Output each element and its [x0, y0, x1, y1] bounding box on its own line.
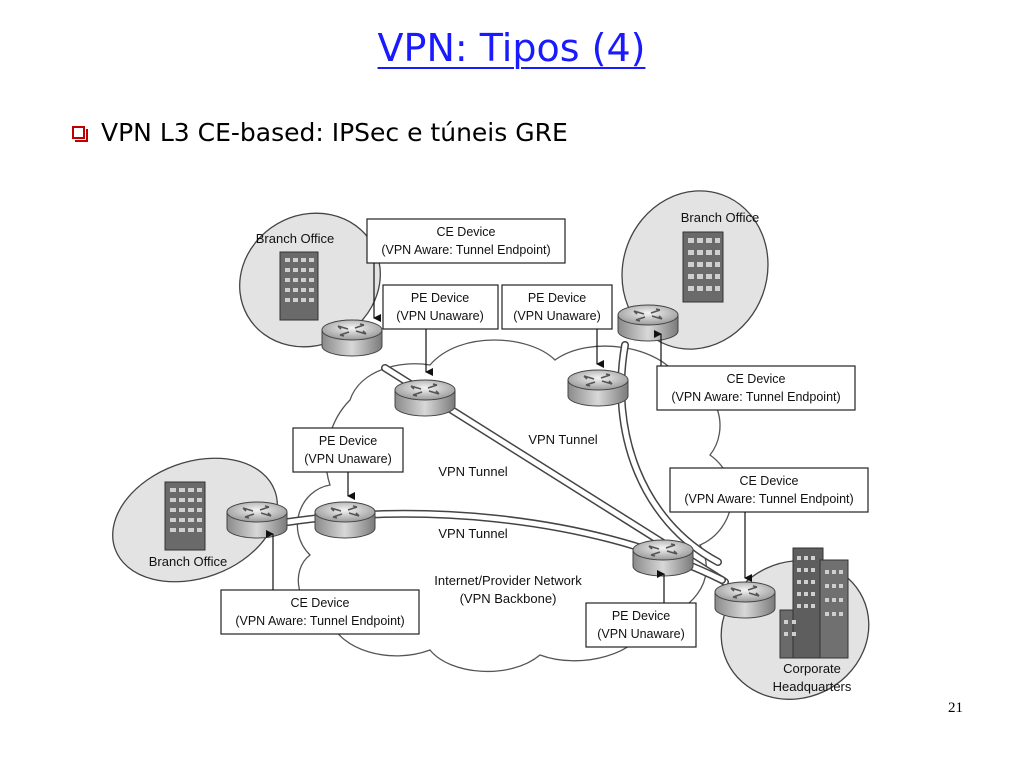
building-icon: [164, 481, 206, 551]
bullet-item: VPN L3 CE-based: IPSec e túneis GRE: [72, 118, 568, 147]
pe-router-icon: [394, 379, 456, 417]
ce-router-icon: [226, 501, 288, 539]
pe-device-label-box: PE Device (VPN Unaware): [292, 427, 404, 473]
svg-text:(VPN Unaware): (VPN Unaware): [597, 627, 685, 641]
ce-device-label-box: CE Device (VPN Aware: Tunnel Endpoint): [656, 365, 856, 411]
svg-text:CE Device: CE Device: [436, 225, 495, 239]
ce-device-label-box: CE Device (VPN Aware: Tunnel Endpoint): [220, 589, 420, 635]
headquarters-label: Headquarters: [773, 679, 852, 694]
ce-device-label-box: CE Device (VPN Aware: Tunnel Endpoint): [669, 467, 869, 513]
svg-text:(VPN Aware: Tunnel Endpoint): (VPN Aware: Tunnel Endpoint): [671, 390, 840, 404]
pe-device-label-box: PE Device (VPN Unaware): [382, 284, 499, 330]
pe-router-icon: [632, 539, 694, 577]
headquarters-buildings-icon: [779, 547, 849, 659]
svg-text:PE Device: PE Device: [319, 434, 377, 448]
branch-office-label: Branch Office: [681, 210, 760, 225]
pe-device-label-box: PE Device (VPN Unaware): [501, 284, 613, 330]
svg-text:CE Device: CE Device: [726, 372, 785, 386]
svg-text:PE Device: PE Device: [612, 609, 670, 623]
svg-text:(VPN Unaware): (VPN Unaware): [513, 309, 601, 323]
pe-router-icon: [314, 501, 376, 539]
vpn-tunnel-label: VPN Tunnel: [438, 526, 507, 541]
bullet-text: VPN L3 CE-based: IPSec e túneis GRE: [101, 118, 568, 147]
building-icon: [279, 251, 319, 321]
pe-device-label-box: PE Device (VPN Unaware): [585, 602, 697, 648]
checkbox-bullet-icon: [72, 126, 88, 142]
corporate-label: Corporate: [783, 661, 841, 676]
svg-text:(VPN Aware: Tunnel Endpoint): (VPN Aware: Tunnel Endpoint): [381, 243, 550, 257]
ce-router-icon: [321, 319, 383, 357]
svg-text:CE Device: CE Device: [739, 474, 798, 488]
svg-text:PE Device: PE Device: [411, 291, 469, 305]
ce-device-label-box: CE Device (VPN Aware: Tunnel Endpoint): [366, 218, 566, 264]
ce-router-icon: [617, 304, 679, 342]
branch-office-label: Branch Office: [256, 231, 335, 246]
slide-title: VPN: Tipos (4): [377, 26, 646, 70]
building-icon: [682, 231, 724, 303]
pointer-arrows: [266, 263, 752, 603]
svg-text:(VPN Unaware): (VPN Unaware): [396, 309, 484, 323]
vpn-tunnel-label: VPN Tunnel: [438, 464, 507, 479]
ce-router-icon: [714, 581, 776, 619]
svg-text:CE Device: CE Device: [290, 596, 349, 610]
svg-text:PE Device: PE Device: [528, 291, 586, 305]
network-backbone-label: (VPN Backbone): [460, 591, 557, 606]
branch-office-label: Branch Office: [149, 554, 228, 569]
page-number: 21: [948, 700, 963, 716]
svg-text:(VPN Aware: Tunnel Endpoint): (VPN Aware: Tunnel Endpoint): [235, 614, 404, 628]
pe-router-icon: [567, 369, 629, 407]
vpn-tunnel-label: VPN Tunnel: [528, 432, 597, 447]
svg-text:(VPN Unaware): (VPN Unaware): [304, 452, 392, 466]
svg-text:(VPN Aware: Tunnel Endpoint): (VPN Aware: Tunnel Endpoint): [684, 492, 853, 506]
network-name-label: Internet/Provider Network: [434, 573, 582, 588]
